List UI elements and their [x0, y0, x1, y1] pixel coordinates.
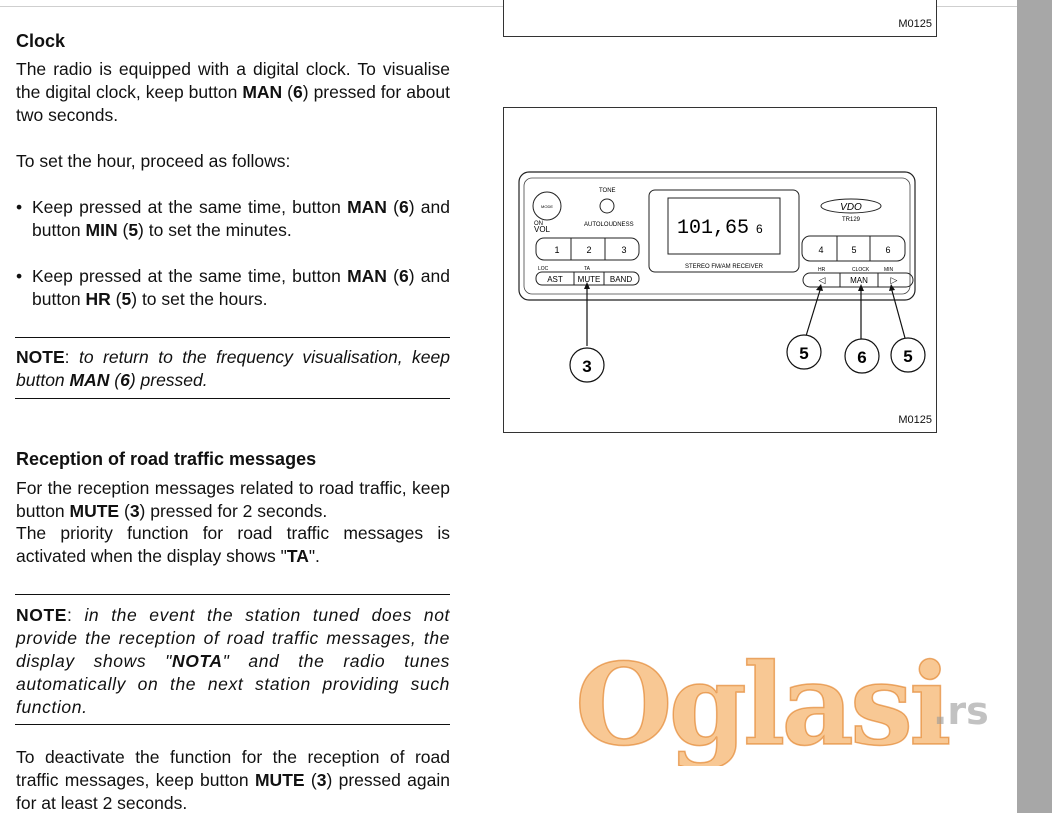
buttons-right-group — [802, 272, 914, 288]
model-label: TR129 — [842, 217, 861, 223]
preset-button-3: 3 — [621, 245, 626, 255]
clock-note: NOTE: to return to the frequency visuali… — [16, 347, 450, 390]
vol-label: VOL — [534, 225, 551, 234]
on-label: ON — [534, 221, 543, 227]
traffic-paragraph-3: To deactivate the function for the recep… — [16, 747, 450, 813]
tone-label: TONE — [599, 188, 616, 194]
radio-body — [518, 171, 916, 301]
callout-5-right: 5 — [903, 347, 912, 366]
hr-label: HR — [818, 267, 826, 273]
clock-paragraph-1: The radio is equipped with a digital clo… — [16, 59, 451, 125]
callout-circle — [569, 347, 605, 383]
traffic-paragraph-2: The priority function for road traffic m… — [16, 523, 450, 566]
callout-circle — [844, 338, 880, 374]
watermark-suffix-text: .rs — [933, 689, 989, 733]
leader-line-5-left — [805, 286, 822, 337]
hr-button: ◁ — [819, 275, 826, 285]
display-screen — [667, 197, 781, 255]
volume-knob-icon — [532, 191, 562, 221]
mute-button: MUTE — [578, 275, 601, 284]
note-rule-bottom — [15, 724, 450, 725]
preset-button-6: 6 — [885, 245, 890, 255]
vertical-scrollbar[interactable] — [1017, 0, 1052, 813]
tone-knob-icon — [599, 198, 615, 214]
leader-line-5-right — [890, 286, 906, 339]
preset-button-5: 5 — [851, 245, 856, 255]
note-rule-top — [15, 594, 450, 595]
callout-6: 6 — [857, 348, 866, 367]
callout-circle — [890, 337, 926, 373]
presets-left-group — [535, 237, 640, 261]
display-frequency: 101,65 — [677, 217, 749, 240]
section-title-traffic: Reception of road traffic messages — [16, 449, 317, 469]
band-button: BAND — [610, 275, 632, 284]
radio-faceplate — [523, 177, 911, 295]
figure-previous: M0125 — [503, 0, 937, 37]
ast-button: AST — [547, 275, 563, 284]
brand-logo-icon — [820, 198, 882, 214]
traffic-note: NOTE: in the event the station tuned doe… — [16, 605, 451, 717]
preset-button-2: 2 — [586, 245, 591, 255]
preset-button-1: 1 — [554, 245, 559, 255]
note-rule-top — [15, 337, 450, 338]
traffic-paragraph-1: For the reception messages related to ro… — [16, 478, 450, 521]
callout-5-left: 5 — [799, 344, 808, 363]
display-preset: 6 — [756, 222, 763, 236]
callout-3: 3 — [582, 357, 591, 376]
clock-paragraph-2: To set the hour, proceed as follows: — [16, 151, 291, 171]
watermark-main-text: Oglasi — [575, 640, 949, 766]
radio-diagram: MODE ON VOL TONE AUTOLOUDNESS 1 2 3 LOC … — [518, 171, 926, 383]
callout-circle — [786, 334, 822, 370]
section-title-clock: Clock — [16, 31, 66, 51]
bullet-dot: • — [16, 197, 23, 217]
ta-label: TA — [584, 266, 591, 272]
clock-label: CLOCK — [852, 267, 870, 273]
oglasi-watermark-logo: Oglasi .rs — [575, 639, 989, 766]
note-rule-bottom — [15, 398, 450, 399]
min-button: ▷ — [891, 275, 898, 285]
loc-label: LOC — [538, 266, 549, 272]
preset-button-4: 4 — [818, 245, 823, 255]
display-frame — [648, 189, 800, 273]
autoloudness-label: AUTOLOUDNESS — [584, 222, 634, 228]
figure-code: M0125 — [898, 18, 932, 30]
knob-label: MODE — [541, 204, 553, 209]
figure-code: M0125 — [898, 414, 932, 426]
radio-figure: MODE ON VOL TONE AUTOLOUDNESS 1 2 3 LOC … — [503, 107, 937, 433]
brand-label: VDO — [840, 202, 862, 213]
min-label: MIN — [884, 267, 894, 273]
presets-right-group — [801, 235, 906, 262]
bullet-dot: • — [16, 266, 23, 286]
man-button: MAN — [850, 276, 868, 285]
receiver-label: STEREO FM/AM RECEIVER — [685, 264, 764, 270]
